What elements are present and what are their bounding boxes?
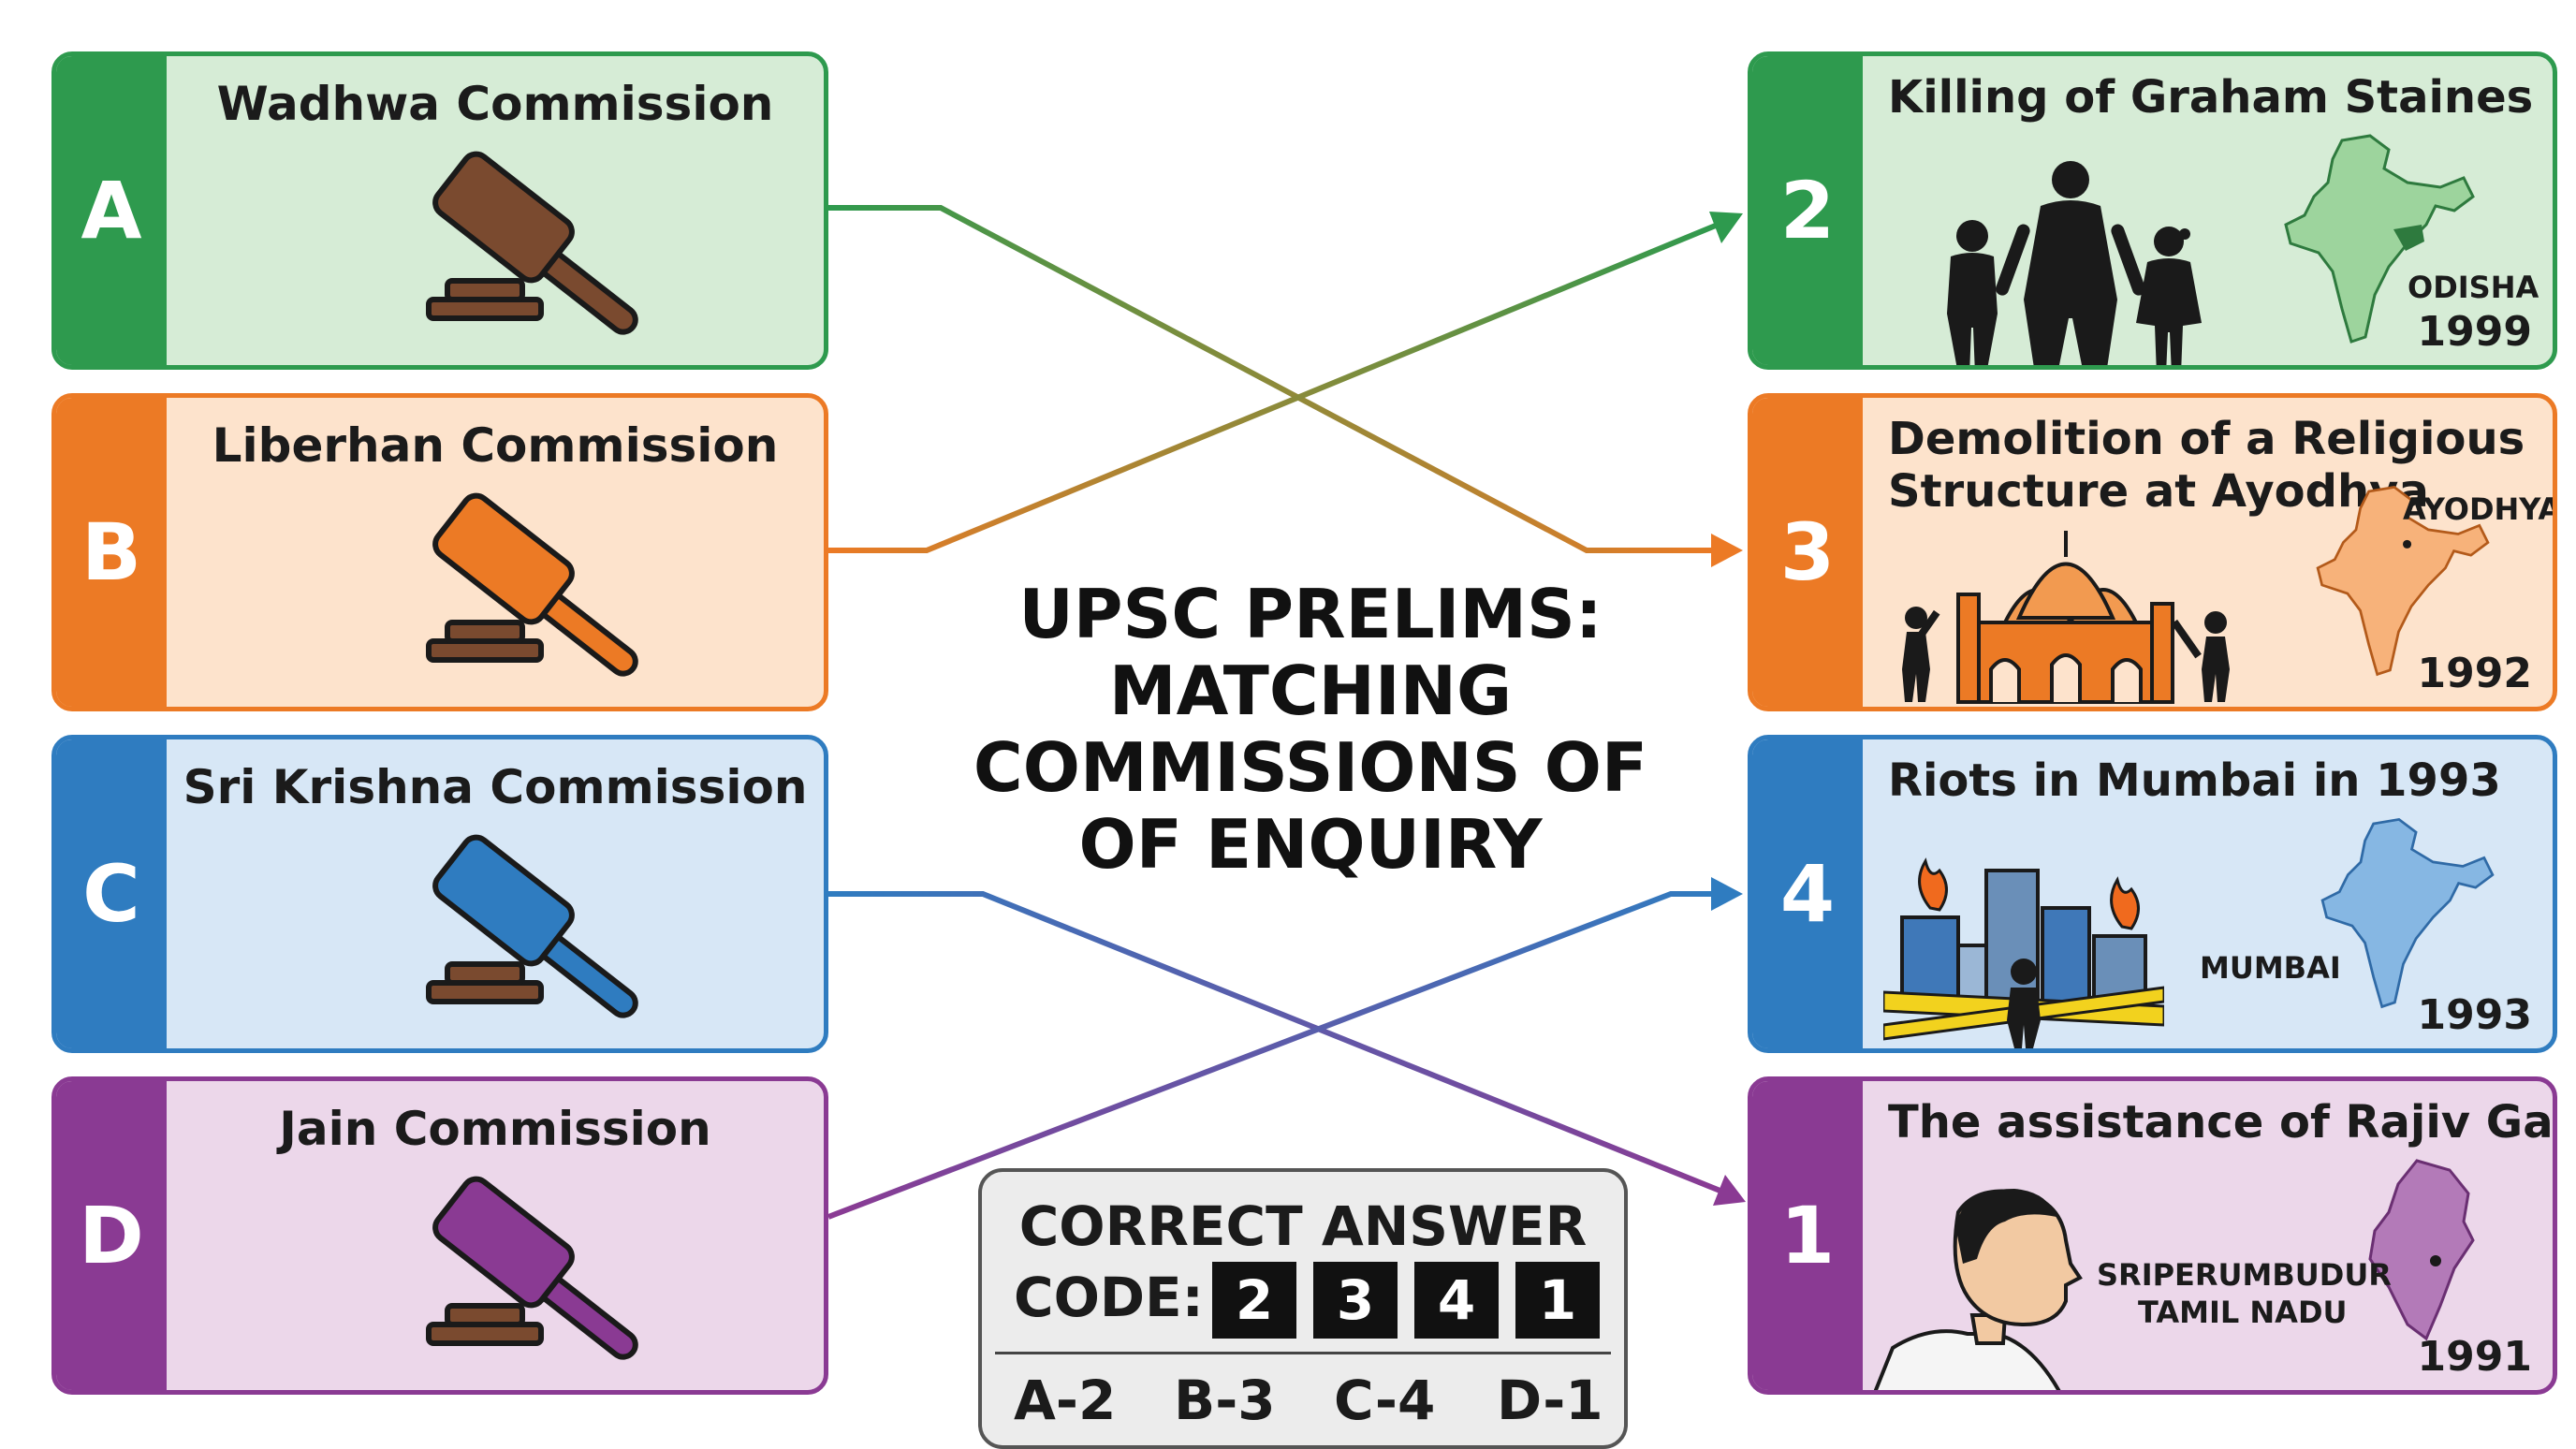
gavel-icon (426, 151, 638, 335)
commission-card-d: D Jain Commission (51, 1076, 828, 1395)
answer-pair-b: B-3 (1174, 1368, 1276, 1432)
code-digit-4: 1 (1515, 1262, 1600, 1339)
event-year-4: 1993 (2417, 991, 2532, 1039)
event-card-3: 3 Demolition of a Religious Structure at… (1748, 393, 2557, 711)
arrow-head-1 (1713, 1175, 1746, 1206)
family-silhouette-icon (1947, 161, 2202, 365)
india-map-icon (2316, 486, 2490, 677)
event-card-1: 1 The assistance of Rajiv Gandhi SRIPERU… (1748, 1076, 2557, 1395)
code-digit-3: 4 (1414, 1262, 1499, 1339)
code-digit-1: 2 (1212, 1262, 1296, 1339)
temple-demolition-icon (1902, 531, 2230, 704)
code-label: CODE: (1014, 1266, 1204, 1329)
event-place-mumbai: MUMBAI (2200, 950, 2341, 986)
answer-pair-a: A-2 (1014, 1368, 1117, 1432)
gavel-icon (426, 1176, 638, 1360)
title-line-1: UPSC PRELIMS: (1018, 575, 1603, 653)
india-map-icon (2320, 818, 2495, 1009)
portrait-icon (1874, 1189, 2083, 1390)
city-fire-icon (1883, 857, 2164, 1048)
page-title: UPSC PRELIMS: MATCHING COMMISSIONS OF OF… (945, 576, 1676, 883)
event-title-line: Riots in Mumbai in 1993 (1888, 754, 2501, 807)
event-title-line: The assistance of Rajiv Gandhi (1888, 1096, 2554, 1149)
commission-letter-a: A (56, 56, 167, 365)
answer-box: CORRECT ANSWER CODE: 2 3 4 1 A-2 B-3 C-4… (978, 1168, 1628, 1449)
event-number-1: 1 (1752, 1081, 1863, 1390)
event-card-4: 4 Riots in Mumbai in 1993 MUMBAI 1993 (1748, 735, 2557, 1053)
title-line-3: COMMISSIONS OF (973, 728, 1648, 807)
commission-name-c: Sri Krishna Commission (183, 760, 808, 814)
event-title-3: Demolition of a Religious Structure at A… (1888, 413, 2525, 518)
event-year-2: 1999 (2417, 308, 2532, 356)
arrow-head-2 (1709, 212, 1743, 243)
commission-card-b: B Liberhan Commission (51, 393, 828, 711)
arrow-head-3 (1711, 534, 1743, 567)
commission-letter-d: D (56, 1081, 167, 1390)
commission-card-c: C Sri Krishna Commission (51, 735, 828, 1053)
connector-b-2 (828, 220, 1724, 553)
gavel-icon (426, 492, 638, 677)
connector-d-4 (827, 891, 1722, 1220)
commission-letter-b: B (56, 398, 167, 707)
code-digit-2: 3 (1313, 1262, 1398, 1339)
event-number-2: 2 (1752, 56, 1863, 365)
commission-letter-c: C (56, 739, 167, 1048)
answer-pair-c: C-4 (1334, 1368, 1436, 1432)
event-title-line: Structure at Ayodhya (1888, 465, 2429, 518)
event-place-ayodhya: AYODHYA (2403, 491, 2557, 527)
event-title-2: Killing of Graham Staines (1888, 71, 2533, 124)
connector-c-1 (828, 891, 1729, 1196)
connector-a-2 (828, 205, 1722, 553)
commission-name-a: Wadhwa Commission (216, 77, 774, 131)
event-title-line: Killing of Graham Staines (1888, 71, 2534, 124)
answer-pair-d: D-1 (1497, 1368, 1603, 1432)
event-place-odisha: ODISHA (2408, 270, 2539, 305)
event-place-tamil-nadu: TAMIL NADU (2138, 1295, 2348, 1330)
commission-name-b: Liberhan Commission (212, 418, 779, 473)
event-number-4: 4 (1752, 739, 1863, 1048)
event-card-2: 2 Killing of Graham Staines ODISHA 1999 (1748, 51, 2557, 370)
commission-name-d: Jain Commission (279, 1102, 711, 1156)
event-title-line: Demolition of a Religious (1888, 413, 2525, 465)
event-title-4: Riots in Mumbai in 1993 (1888, 754, 2501, 807)
event-place-sriperumbudur: SRIPERUMBUDUR (2097, 1257, 2392, 1293)
title-line-4: OF ENQUIRY (1078, 805, 1543, 884)
event-number-3: 3 (1752, 398, 1863, 707)
gavel-icon (426, 834, 638, 1018)
answer-title: CORRECT ANSWER (1018, 1194, 1588, 1258)
title-line-2: MATCHING (1108, 651, 1513, 730)
event-title-1: The assistance of Rajiv Gandhi (1888, 1096, 2554, 1149)
arrow-head-4 (1711, 877, 1743, 911)
india-map-icon (2284, 134, 2475, 344)
answer-divider (995, 1352, 1611, 1354)
tamil-nadu-map-icon (2368, 1159, 2475, 1341)
commission-card-a: A Wadhwa Commission (51, 51, 828, 370)
event-year-3: 1992 (2417, 650, 2532, 697)
event-year-1: 1991 (2417, 1333, 2532, 1381)
